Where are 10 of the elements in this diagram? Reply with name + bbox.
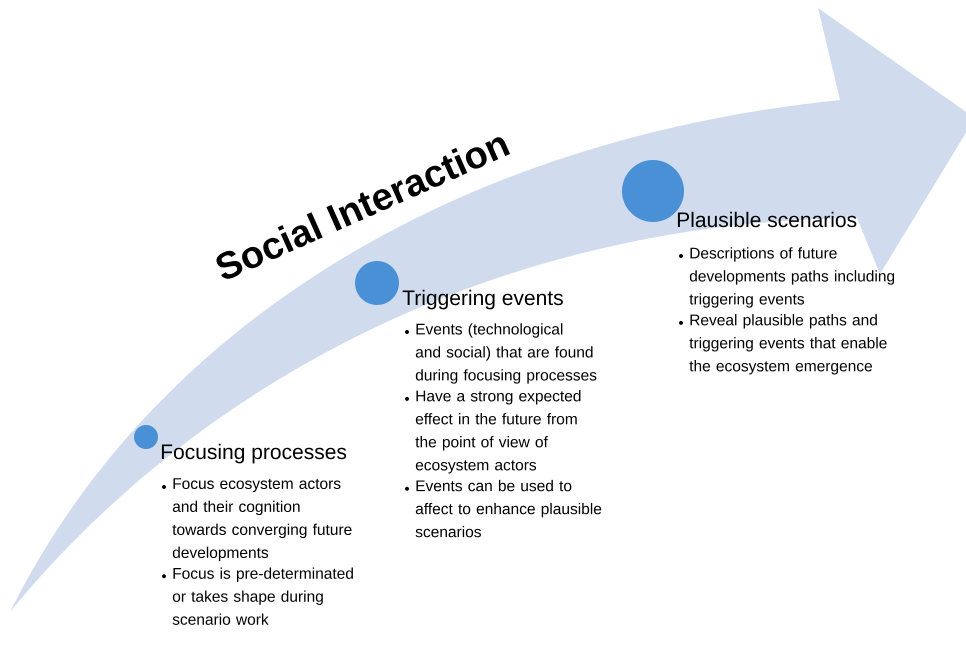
bullet-text: Descriptions of future developments paths including triggering events bbox=[689, 247, 894, 308]
bullet-text: Events (technological and social) that are found during focusing processes bbox=[416, 323, 596, 384]
bullet-text: Have a strong expected effect in the future from the point of view of ecosystem actors bbox=[415, 390, 580, 474]
bullet-text: Focus ecosystem actors and their cognition towards converging future developments bbox=[172, 478, 352, 562]
bullet-text: Reveal plausible paths and triggering events that enable the ecosystem emergence bbox=[689, 314, 887, 374]
heading: Plausible scenarios bbox=[678, 212, 856, 228]
heading: Focusing processes bbox=[162, 444, 346, 464]
heading: Triggering events bbox=[402, 290, 563, 310]
bullet-text: Focus is pre-determinated or takes shape during scenario work bbox=[172, 568, 353, 625]
bullet-text: Events can be used to affect to enhance plausible scenarios bbox=[416, 480, 602, 538]
